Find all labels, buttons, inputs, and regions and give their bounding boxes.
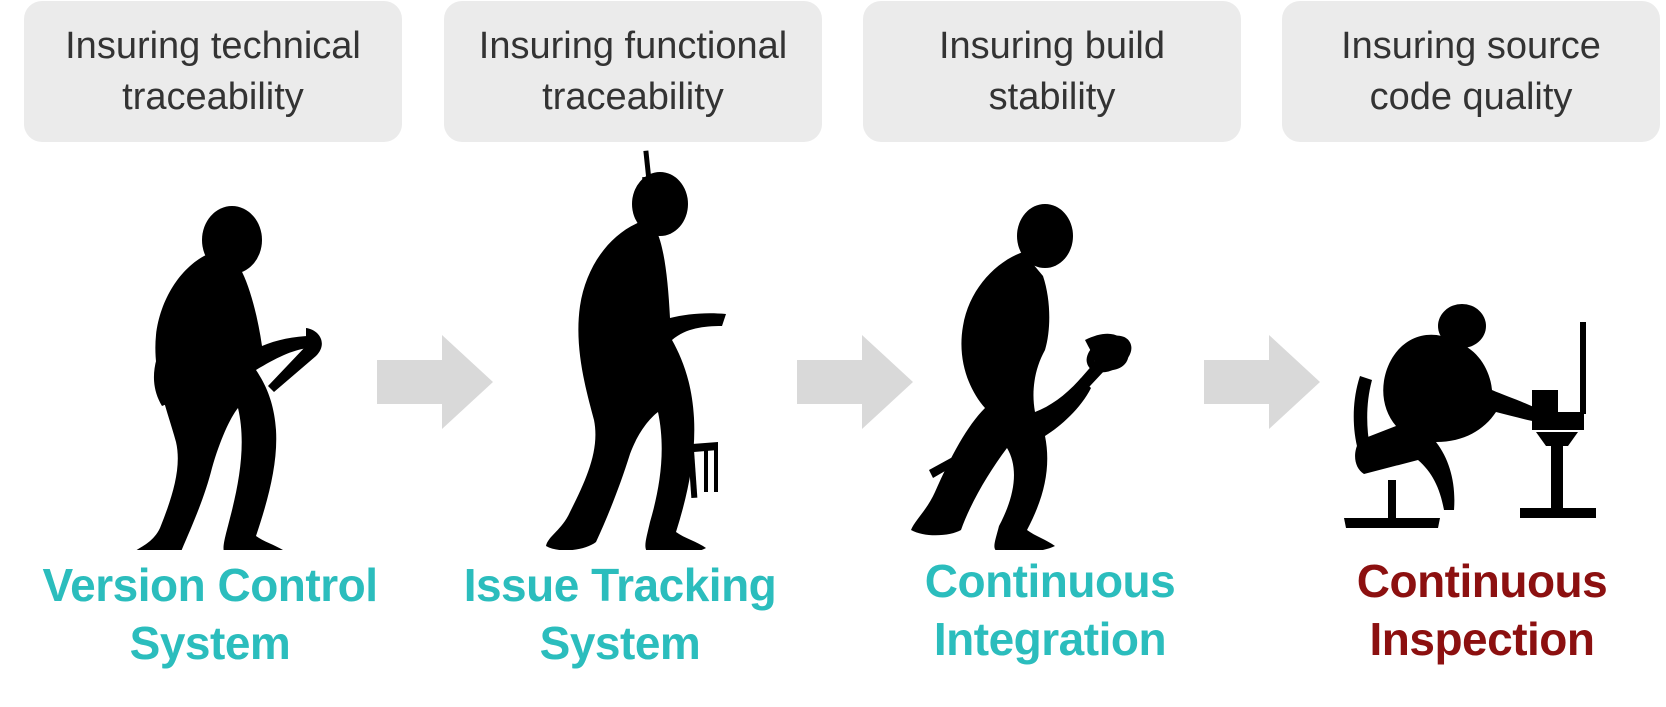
right-arrow-icon: [797, 335, 913, 429]
goal-text-line1: Insuring functional: [478, 24, 788, 67]
goal-text-line2: traceability: [122, 75, 304, 118]
goal-text-line2: stability: [988, 75, 1116, 118]
stage-title-line2: Integration: [933, 613, 1167, 665]
right-arrow-icon: [377, 335, 493, 429]
goal-text-line2: code quality: [1369, 75, 1573, 118]
goal-box-issue-tracking: Insuring functional traceability: [444, 1, 822, 142]
stage-title-line1: Issue Tracking: [463, 559, 777, 611]
stage-title-version-control: Version Control System: [20, 556, 400, 672]
man-at-computer-desk-silhouette-icon: [1344, 304, 1596, 528]
goal-box-version-control: Insuring technical traceability: [24, 1, 402, 142]
early-human-with-pitchfork-silhouette-icon: [546, 150, 726, 550]
hunched-early-human-silhouette-icon: [136, 206, 322, 550]
stage-title-continuous-integration: Continuous Integration: [870, 552, 1230, 668]
stage-title-line2: Inspection: [1369, 613, 1595, 665]
stage-title-line1: Version Control: [42, 559, 378, 611]
bent-man-with-steering-wheel-silhouette-icon: [911, 204, 1132, 550]
stage-title-continuous-inspection: Continuous Inspection: [1302, 552, 1662, 668]
goal-box-continuous-inspection: Insuring source code quality: [1282, 1, 1660, 142]
stage-title-line1: Continuous: [1356, 555, 1608, 607]
right-arrow-icon: [1204, 335, 1320, 429]
stage-title-issue-tracking: Issue Tracking System: [440, 556, 800, 672]
goal-box-continuous-integration: Insuring build stability: [863, 1, 1241, 142]
stage-title-line2: System: [539, 617, 701, 669]
goal-text-line1: Insuring source: [1341, 24, 1601, 67]
goal-text-line1: Insuring build: [938, 24, 1166, 67]
goal-text-line2: traceability: [542, 75, 724, 118]
goal-text-line1: Insuring technical: [65, 24, 361, 67]
stage-title-line2: System: [129, 617, 291, 669]
stage-title-line1: Continuous: [924, 555, 1176, 607]
